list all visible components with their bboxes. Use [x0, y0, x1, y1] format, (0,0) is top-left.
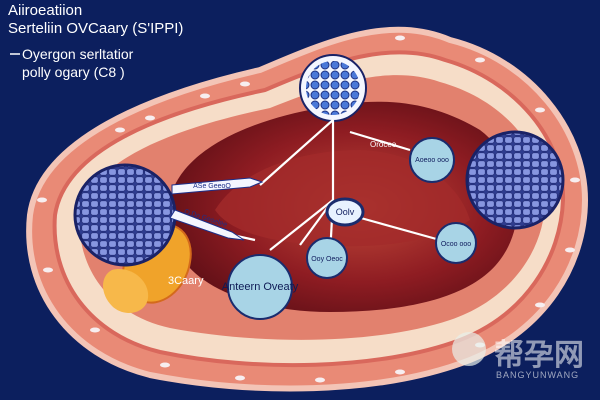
right-follicle-cells: [465, 130, 565, 230]
circle-large-label: Anteern Oveaty: [222, 281, 299, 293]
title-line-2: Serteliin OVCaary (S'IPPI): [8, 20, 184, 37]
watermark-chinese: 帮孕网: [494, 338, 584, 373]
watermark-latin: BANGYUNWANG: [496, 370, 580, 380]
circle-large-shape: [227, 254, 293, 320]
circle-right-lower-label: Ocoo ooo: [441, 241, 471, 248]
label-left: 3Caary: [168, 275, 204, 287]
subtitle-line-1: Oyergon serltatior: [22, 46, 134, 62]
watermark-logo-icon: [452, 332, 486, 366]
circle-right-upper-shape: [409, 137, 455, 183]
circle-right-lower-shape: [435, 222, 477, 264]
arrow-top-left: [171, 177, 264, 195]
circle-right-upper-label: Aoeoo ooo: [415, 157, 449, 164]
top-follicle-dots: [306, 61, 360, 115]
arrow-top-left-label: ASe GeeoO: [193, 183, 231, 190]
circle-center-label: Oolv: [336, 207, 355, 217]
orange-structure-lower: [103, 269, 149, 313]
arrow-mid-left: [169, 209, 245, 241]
left-follicle-cells: [73, 163, 177, 267]
label-top-center: Oroceo: [370, 140, 397, 149]
circle-mid-lower-label: Ooy Oeoc: [311, 256, 343, 263]
circle-center-shape: [325, 197, 365, 227]
subtitle-line-2: polly ogary (C8 ): [22, 64, 125, 80]
rim-dots: [37, 35, 580, 383]
title-line-1: Aiiroeatiion: [8, 2, 83, 19]
circle-mid-lower-shape: [306, 237, 348, 279]
